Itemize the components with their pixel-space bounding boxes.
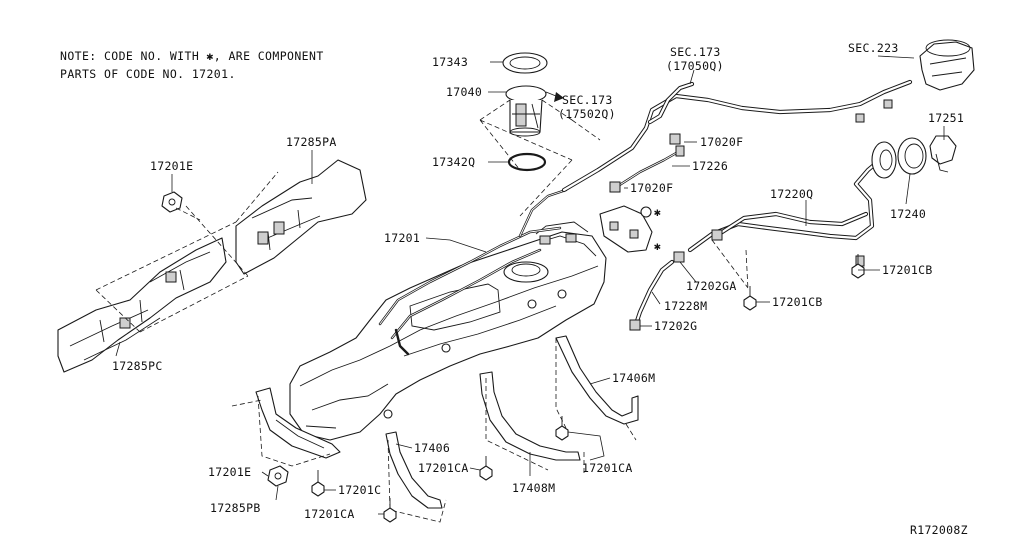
filler-tube-17220Q [687,141,897,267]
label-17285PC: 17285PC [112,359,163,373]
heat-insulator-front-17285PC [57,237,227,373]
label-17201CA-center: 17201CA [418,461,469,475]
heat-insulator-rear-17285PA [235,159,367,275]
label-17408M: 17408M [512,481,555,495]
fuel-feed-pipe [561,79,913,193]
label-17220Q: 17220Q [770,187,813,201]
label-17240: 17240 [890,207,926,221]
label-17285PB: 17285PB [210,501,261,515]
bolt-17201CA-center [479,456,493,481]
retainer-ring-17343 [502,52,548,74]
filler-gasket-17240 [897,137,927,175]
label-17201CA-lower: 17201CA [304,507,355,521]
label-17201E-upper: 17201E [150,159,193,173]
label-17228M: 17228M [664,299,707,313]
label-17226: 17226 [692,159,728,173]
strap-dash-lines [231,338,637,523]
bracket-component [599,205,653,253]
label-17406: 17406 [414,441,450,455]
o-ring-17342Q [507,152,547,172]
nut-17201E-upper [161,191,183,213]
label-17201: 17201 [384,231,420,245]
asterisk-mark-2: ✱ [654,239,661,253]
evap-canister-sec223 [919,39,975,91]
label-17201CB-lower: 17201CB [772,295,823,309]
label-sec173-pump: SEC.173 [562,93,613,107]
reference-code: R172008Z [910,523,968,537]
fuel-tank-17201 [289,188,607,441]
bolt-17201CB-upper [851,254,865,279]
filler-hose-17228M [629,251,685,331]
label-sec173-pipe-code: (17050Q) [666,59,724,73]
insulator-dash-lines [95,171,279,333]
bracket-17285PB [255,387,341,459]
note-line-2: PARTS OF CODE NO. 17201. [60,67,236,81]
label-17040: 17040 [446,85,482,99]
bolt-17201CB-lower [743,286,757,311]
label-17251: 17251 [928,111,964,125]
tank-band-17406 [385,431,443,509]
tank-band-17406M [555,335,639,425]
label-17406M: 17406M [612,371,655,385]
label-17285PA: 17285PA [286,135,337,149]
vent-hose-17226 [609,145,685,193]
label-sec173-pump-code: (17502Q) [558,107,616,121]
pump-dash-lines [479,99,601,217]
label-17201E-lower: 17201E [208,465,251,479]
label-17202G: 17202G [654,319,697,333]
label-17201CA-right: 17201CA [582,461,633,475]
label-17020F-upper: 17020F [700,135,743,149]
fuel-cap-17251 [929,135,957,173]
asterisk-mark-1: ✱ [654,205,661,219]
label-sec173-pipe: SEC.173 [670,45,721,59]
nut-17201E-lower [267,465,289,487]
bolt-17201CA-right [555,416,569,441]
label-17202GA: 17202GA [686,279,737,293]
label-sec223: SEC.223 [848,41,899,55]
label-17020F-lower: 17020F [630,181,673,195]
bolt-17201C [311,470,325,497]
label-17201C: 17201C [338,483,381,497]
tank-band-17408M [479,371,581,461]
label-17343: 17343 [432,55,468,69]
note-line-1: NOTE: CODE NO. WITH ✱, ARE COMPONENT [60,49,324,63]
label-17342Q: 17342Q [432,155,475,169]
label-17201CB-upper: 17201CB [882,263,933,277]
bolt-17201CA-lower [383,498,397,523]
leader-lines [115,55,945,515]
fuel-pump-module-17040 [505,85,564,137]
